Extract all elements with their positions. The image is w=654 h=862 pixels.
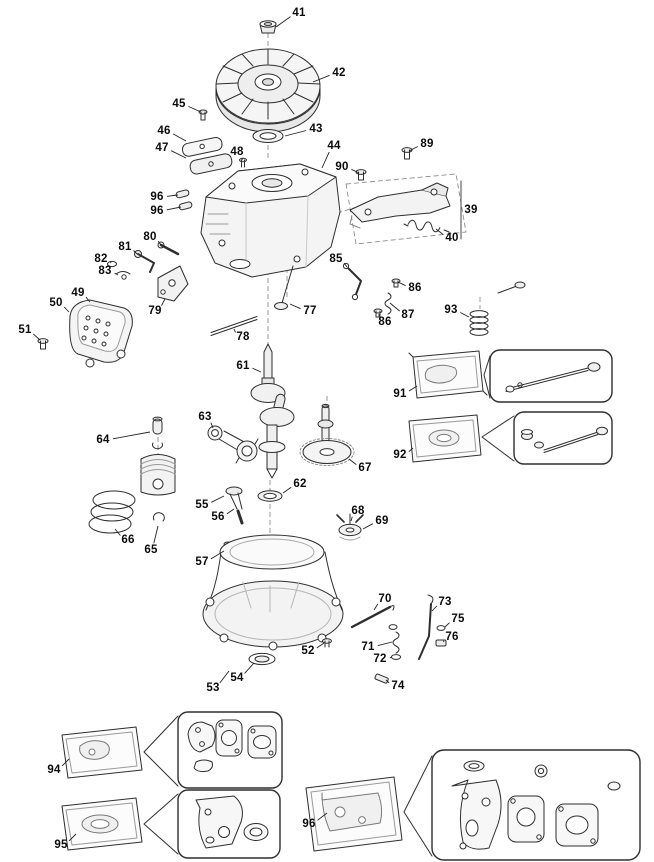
push-rod-78-illustration: [210, 316, 258, 336]
oil-seal-43-illustration: [252, 129, 284, 143]
linkage-85-illustration: [342, 262, 362, 301]
callout-wedge-96: [403, 755, 433, 857]
connecting-rod-illustration: [207, 425, 259, 464]
bracket-79-illustration: [157, 265, 189, 302]
callout-wedge-95: [143, 793, 179, 855]
bolt-86a-illustration: [391, 278, 401, 288]
valve-kit-91-detail-box: [489, 349, 613, 403]
bolt-86b-illustration: [373, 308, 383, 318]
flywheel-illustration: [215, 48, 321, 133]
valve-77-illustration: [274, 265, 294, 310]
callout-leader-lines: [32, 16, 470, 842]
breather-plates-illustration: [181, 136, 233, 175]
gasket-bag-92-illustration: [408, 414, 482, 463]
governor-linkage-illustration: [107, 241, 180, 280]
valve-kit-92-detail-box: [513, 411, 613, 465]
valve-spring-93-illustration: [469, 281, 526, 336]
flywheel-nut-illustration: [259, 20, 277, 34]
gasket-96-detail-box: [431, 749, 641, 861]
crankshaft-illustration: [250, 343, 295, 479]
oil-plug-illustration: [225, 486, 244, 525]
callout-wedge-94: [143, 715, 179, 787]
camshaft-gear-illustration: [299, 403, 355, 466]
governor-gear-illustration: [336, 513, 364, 541]
callout-wedge-91: [483, 355, 491, 399]
gasket-bag-95-illustration: [61, 797, 143, 851]
oil-seal-62-illustration: [257, 490, 283, 502]
gasket-bag-91-illustration: [408, 350, 488, 399]
bolt-89-illustration: [401, 147, 413, 160]
oil-sump-illustration: [202, 534, 344, 651]
gasket-94-detail-box: [177, 711, 283, 789]
piston-illustration: [140, 454, 176, 496]
clips-96-illustration: [175, 189, 193, 211]
governor-spring-40-illustration: [403, 219, 450, 233]
bolt-45-illustration: [198, 109, 208, 121]
pin-clip-65-illustration: [152, 512, 165, 522]
cylinder-block-illustration: [200, 163, 341, 278]
bolt-51-illustration: [37, 338, 49, 350]
oil-seal-54-illustration: [248, 652, 276, 666]
gasket-bag-94-illustration: [61, 726, 143, 779]
piston-pin-illustration: [152, 416, 163, 450]
bolt-90-illustration: [355, 169, 367, 181]
bolt-52-illustration: [322, 638, 332, 648]
control-bracket-illustration: [349, 180, 462, 240]
exhaust-guard-illustration: [69, 299, 133, 368]
bolt-48-illustration: [239, 157, 247, 168]
piston-rings-illustration: [88, 490, 136, 534]
gasket-bag-96-illustration: [305, 776, 403, 852]
throttle-linkage-illustration: [350, 594, 447, 684]
spring-87-illustration: [384, 292, 392, 315]
callout-wedge-92: [481, 415, 515, 462]
gasket-95-detail-box: [177, 789, 281, 859]
